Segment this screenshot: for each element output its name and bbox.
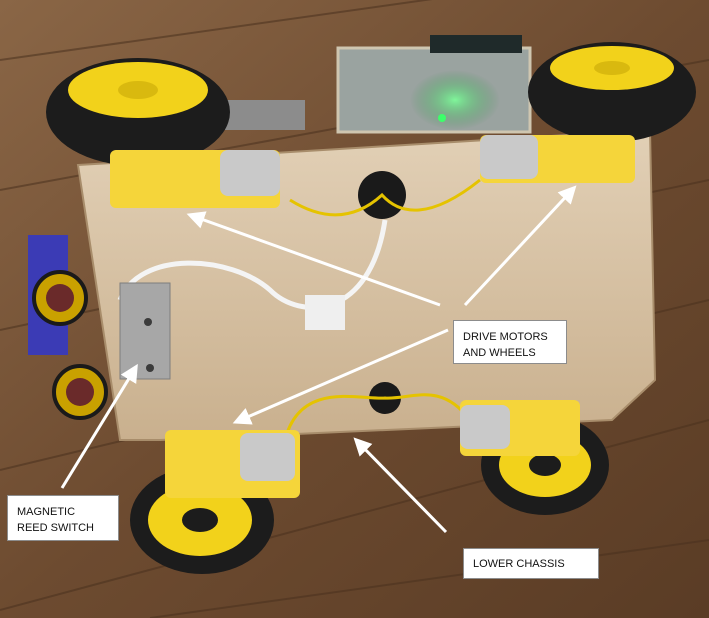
wheel-top-right [528, 42, 696, 142]
motor-bottom-right-can [460, 405, 510, 449]
wheel-top-left [46, 58, 230, 166]
reed-switch-housing [119, 282, 171, 380]
green-led-glow [410, 70, 500, 130]
motor-bottom-left-can [240, 433, 295, 481]
motor-top-right-can [480, 135, 538, 179]
cable-tie-mount [305, 295, 345, 330]
label-drive-motors: DRIVE MOTORS AND WHEELS [453, 320, 567, 364]
label-reed-switch-line1: MAGNETIC [17, 506, 76, 518]
label-reed-switch: MAGNETIC REED SWITCH [7, 495, 119, 541]
label-reed-switch-line2: REED SWITCH [17, 522, 94, 534]
green-led [438, 114, 446, 122]
ultrasonic-mesh-bottom [66, 378, 94, 406]
label-lower-chassis: LOWER CHASSIS [463, 548, 599, 579]
reed-switch-screw-bottom [146, 364, 154, 372]
label-drive-motors-line1: DRIVE MOTORS [463, 331, 548, 343]
reed-switch-screw-top [144, 318, 152, 326]
label-drive-motors-line2: AND WHEELS [463, 347, 536, 359]
battery-pack [225, 100, 305, 130]
motor-top-left-can [220, 150, 280, 196]
black-component [430, 35, 522, 53]
ultrasonic-mesh-top [46, 284, 74, 312]
label-lower-chassis-line1: LOWER CHASSIS [473, 558, 565, 570]
